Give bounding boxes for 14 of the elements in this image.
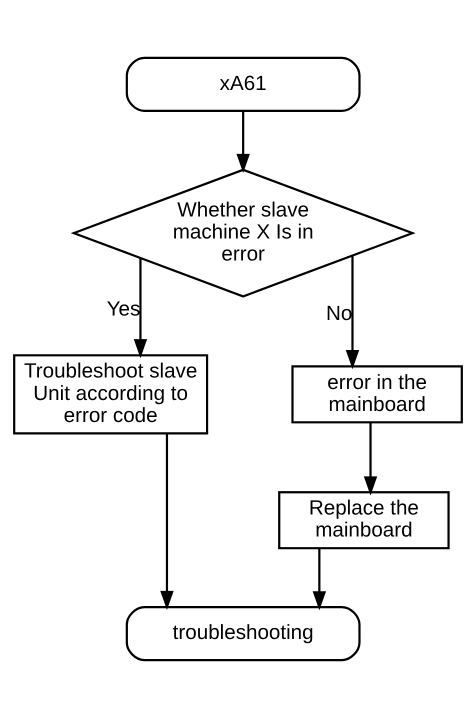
node-box: Replace the mainboard: [278, 490, 450, 549]
node-box: troubleshooting: [126, 606, 361, 661]
arrow: [346, 256, 360, 369]
arrow: [134, 258, 148, 358]
node-diamond: Whether slave machine X Is in error: [70, 168, 416, 298]
arrow: [160, 433, 174, 610]
arrow: [312, 548, 326, 610]
arrow: [236, 110, 250, 173]
arrow: [364, 422, 378, 496]
edge-label: Yes: [106, 297, 140, 320]
node-box: xA61: [126, 56, 361, 112]
edge-label: No: [326, 302, 352, 325]
node-box: error in the mainboard: [291, 364, 463, 423]
node-box: Troubleshoot slave Unit according to error code: [13, 354, 208, 434]
